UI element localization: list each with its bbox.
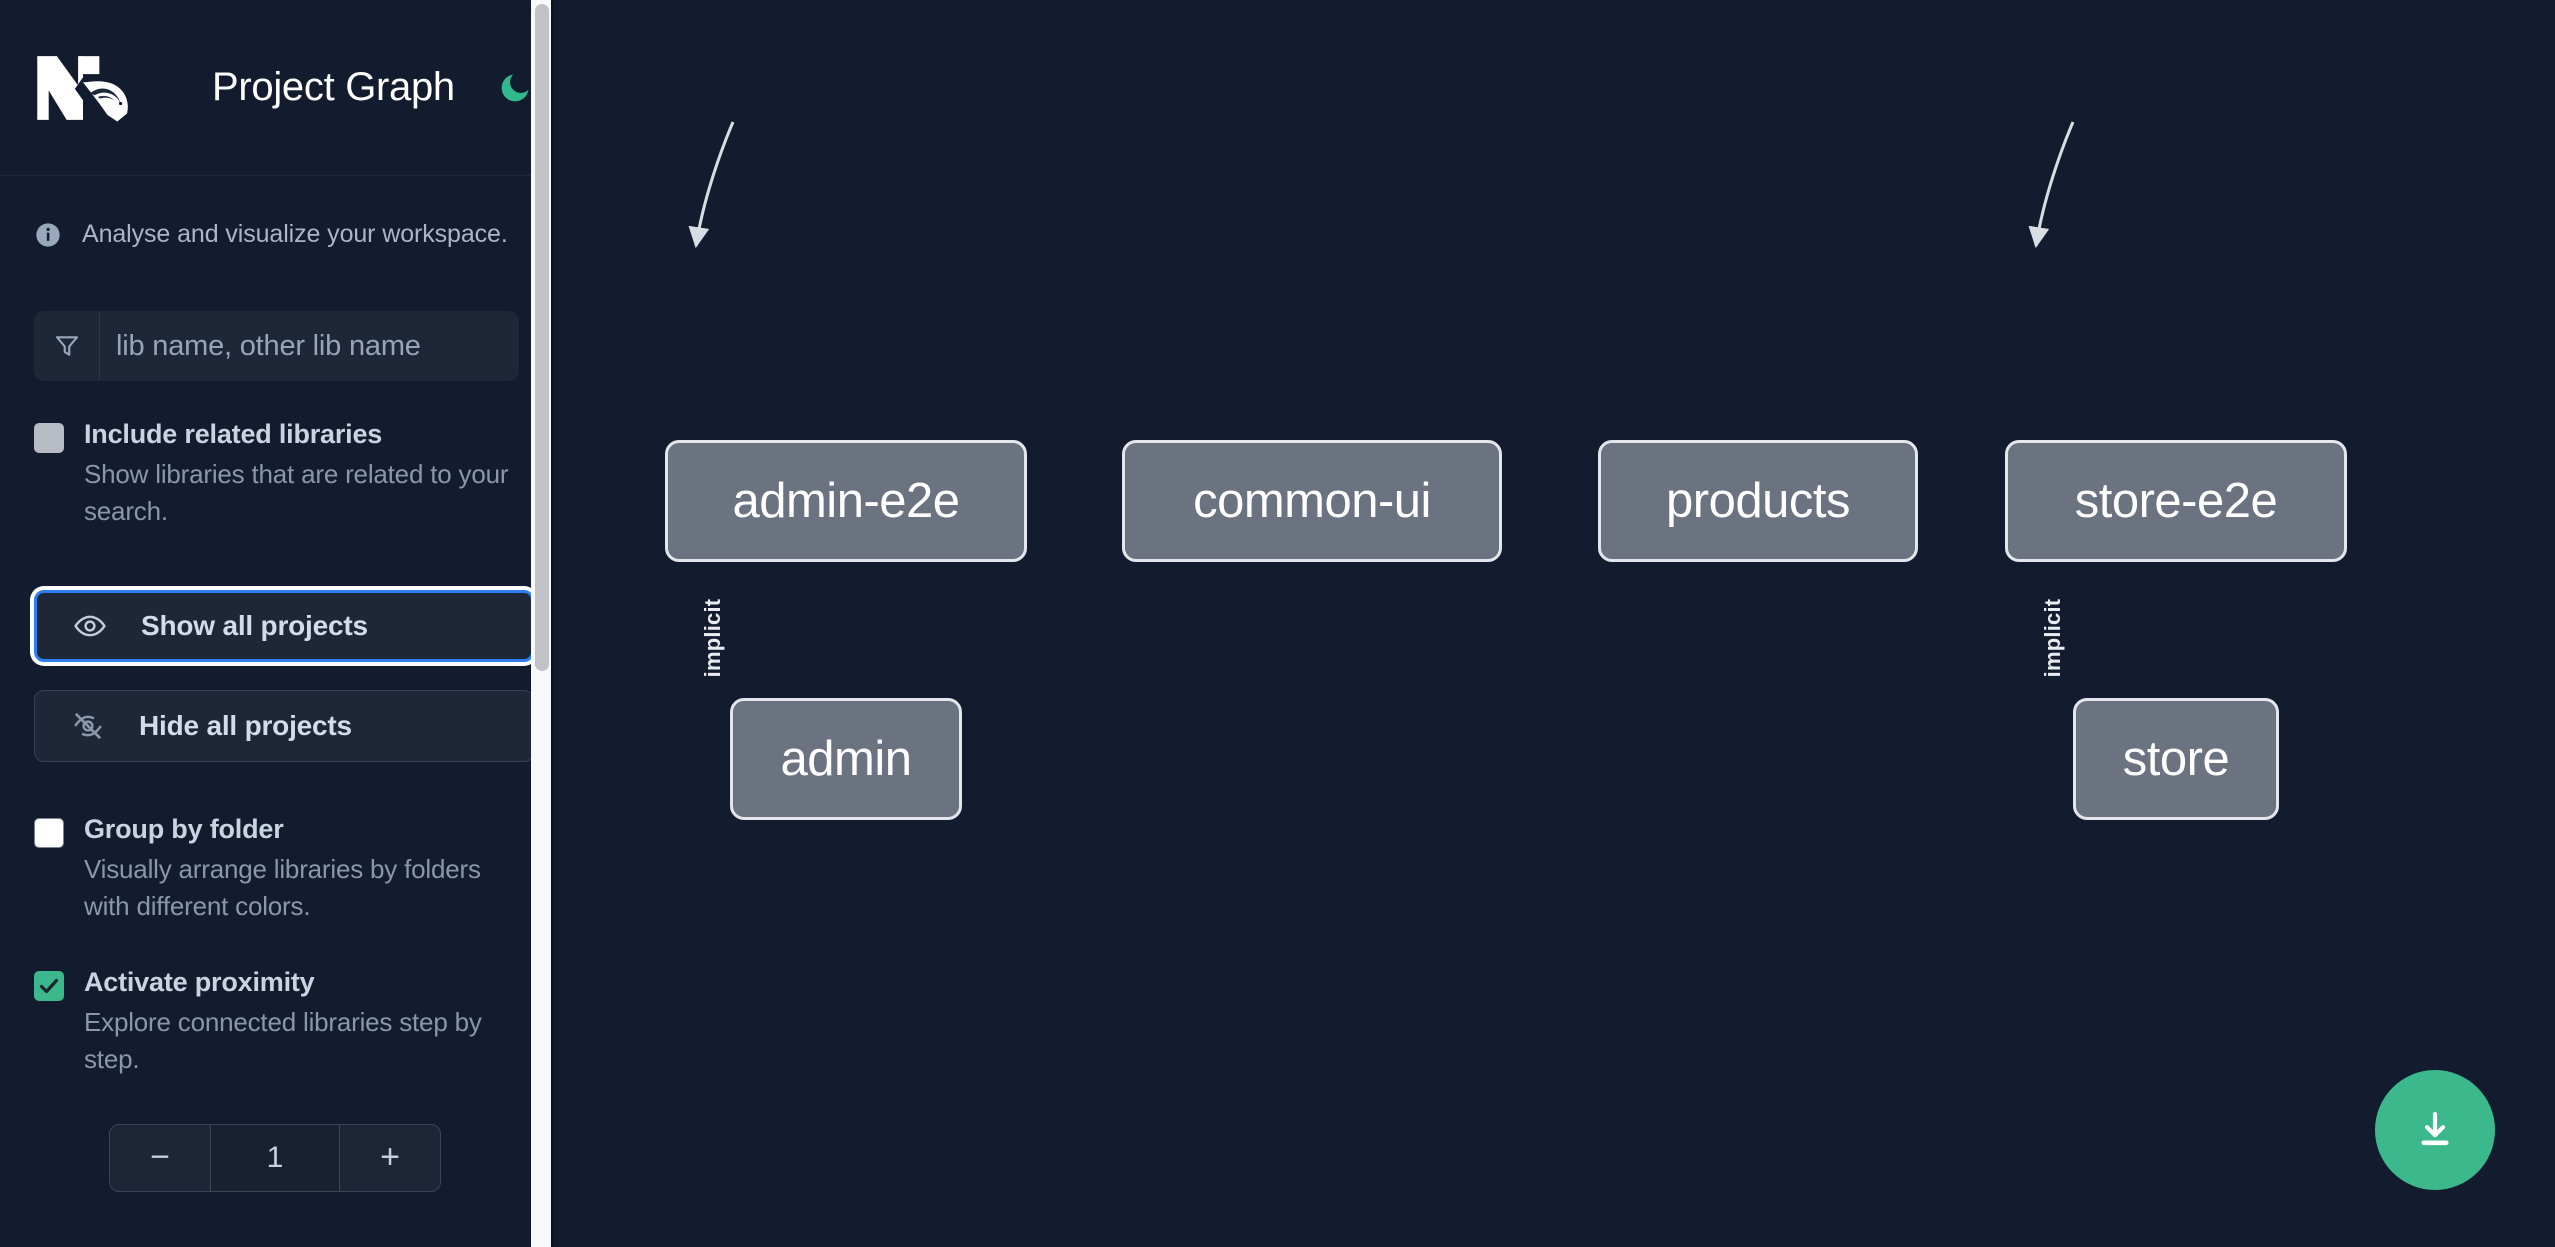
download-graph-button[interactable] (2375, 1070, 2495, 1190)
graph-node-products[interactable]: products (1598, 440, 1918, 562)
checkbox-include-related-libraries[interactable] (34, 423, 64, 453)
graph-edges (688, 121, 2075, 249)
option-text-group: Group by folder Visually arrange librari… (84, 814, 519, 925)
graph-node-admin[interactable]: admin (730, 698, 962, 820)
edge-label-store-implicit: implicit (2040, 598, 2065, 678)
search-input[interactable] (100, 311, 519, 381)
option-text-group: Include related libraries Show libraries… (84, 419, 519, 530)
sidebar-tagline: Analyse and visualize your workspace. (34, 176, 519, 259)
show-all-projects-label: Show all projects (141, 609, 368, 641)
edge-store-e2e-to-store (2028, 121, 2075, 249)
option-description: Visually arrange libraries by folders wi… (84, 853, 481, 921)
proximity-value: 1 (210, 1124, 340, 1191)
option-title: Group by folder (84, 813, 284, 844)
option-title: Include related libraries (84, 419, 383, 449)
checkbox-group-by-folder[interactable] (34, 817, 64, 848)
sidebar-body: Analyse and visualize your workspace. In… (0, 176, 553, 1192)
option-activate-proximity[interactable]: Activate proximity Explore connected lib… (34, 967, 519, 1078)
hide-all-projects-label: Hide all projects (139, 709, 352, 741)
proximity-increment-button[interactable]: + (340, 1124, 440, 1191)
sidebar-scrollbar[interactable] (531, 0, 553, 1247)
info-icon (34, 221, 62, 249)
eye-off-icon (69, 707, 107, 745)
nx-logo-icon (34, 52, 132, 124)
moon-icon[interactable] (497, 66, 533, 110)
graph-node-store[interactable]: store (2073, 698, 2279, 820)
option-text-group: Activate proximity Explore connected lib… (84, 967, 519, 1078)
checkbox-activate-proximity[interactable] (34, 970, 64, 1001)
sidebar-scrollbar-thumb[interactable] (535, 4, 549, 671)
edge-label-admin-implicit: implicit (700, 598, 725, 678)
hide-all-projects-button[interactable]: Hide all projects (34, 689, 534, 762)
graph-canvas[interactable]: admin-e2e common-ui products store-e2e a… (553, 0, 2555, 1247)
graph-node-common-ui[interactable]: common-ui (1122, 440, 1502, 562)
download-icon (2421, 1111, 2449, 1146)
proximity-decrement-button[interactable]: − (110, 1124, 210, 1191)
visibility-button-group: Show all projects Hide all projects (34, 589, 534, 762)
page-title: Project Graph (212, 65, 455, 109)
option-description: Explore connected libraries step by step… (84, 1006, 482, 1074)
sidebar: Project Graph Analyse and visualize your… (0, 0, 553, 1247)
sidebar-divider (551, 0, 553, 1247)
option-title: Activate proximity (84, 966, 315, 997)
eye-icon (71, 607, 109, 645)
graph-node-store-e2e[interactable]: store-e2e (2005, 440, 2347, 562)
edge-admin-e2e-to-admin (688, 121, 735, 249)
proximity-stepper: − 1 + (109, 1123, 441, 1192)
graph-node-admin-e2e[interactable]: admin-e2e (665, 440, 1027, 562)
sidebar-header: Project Graph (0, 0, 553, 176)
sidebar-tagline-text: Analyse and visualize your workspace. (82, 220, 508, 248)
option-group-by-folder[interactable]: Group by folder Visually arrange librari… (34, 814, 519, 925)
funnel-icon (34, 311, 100, 381)
show-all-projects-button[interactable]: Show all projects (34, 589, 534, 662)
filter-field[interactable] (34, 311, 519, 381)
option-description: Show libraries that are related to your … (84, 459, 509, 526)
option-include-related-libraries[interactable]: Include related libraries Show libraries… (34, 419, 519, 530)
